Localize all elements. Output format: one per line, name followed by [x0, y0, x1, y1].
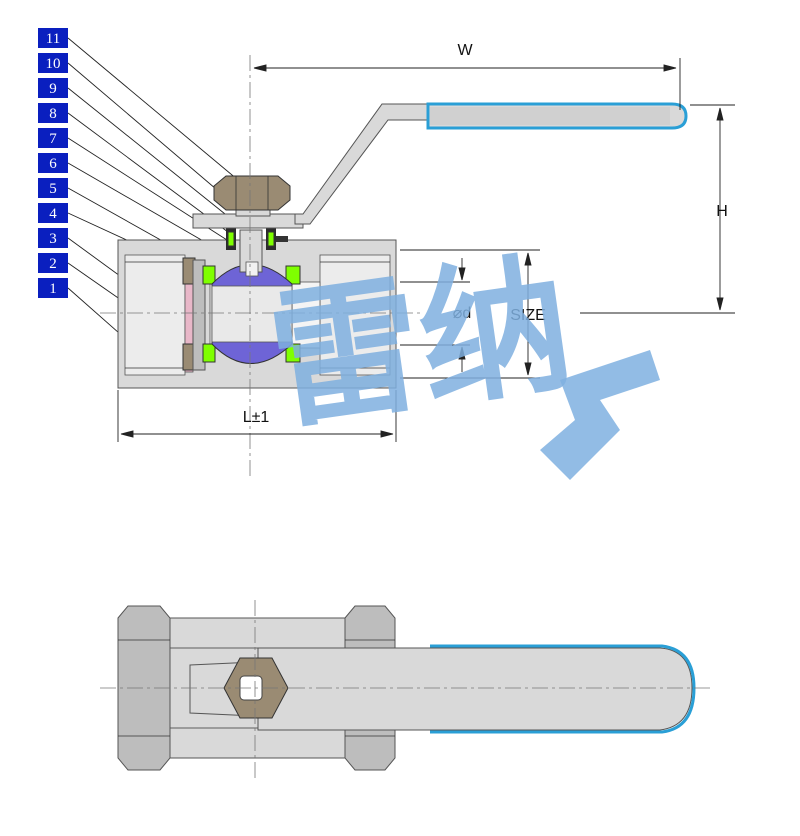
- part-label-box: [38, 228, 68, 248]
- seat-bottom-left: [202, 343, 216, 363]
- part-label-text: 2: [49, 256, 57, 272]
- watermark: 雷纳: [260, 237, 660, 480]
- part-label-box: [38, 78, 68, 98]
- part-label-10: 10: [38, 53, 68, 73]
- seat-top-left: [202, 265, 216, 285]
- part-label-9: 9: [38, 78, 68, 98]
- part-label-text: 1: [49, 281, 57, 297]
- part-label-box: [38, 103, 68, 123]
- right-thread-bore: [319, 254, 391, 376]
- part-label-box: [38, 28, 68, 48]
- width-dimension-label: W: [457, 42, 473, 59]
- watermark-text: 雷纳: [260, 237, 581, 451]
- part-label-box: [38, 278, 68, 298]
- top-view-handle: [257, 647, 693, 731]
- top-view: [100, 600, 710, 780]
- part-label-1: 1: [38, 278, 68, 298]
- part-label-list: 11 10 9 8 7 6 5 4: [38, 28, 68, 298]
- packing-green-right: [267, 231, 275, 247]
- part-label-11: 11: [38, 28, 68, 48]
- gland-nut: [276, 236, 288, 242]
- left-thread-bore: [124, 254, 186, 376]
- part-label-box: [38, 178, 68, 198]
- part-label-text: 10: [46, 56, 61, 72]
- part-label-text: 8: [49, 106, 57, 122]
- ball-bore: [211, 285, 293, 343]
- dimensions: [117, 58, 735, 442]
- packing-green-left: [227, 231, 235, 247]
- part-label-3: 3: [38, 228, 68, 248]
- part-label-box: [38, 53, 68, 73]
- part-label-text: 3: [49, 231, 57, 247]
- seat-bottom-right: [285, 343, 301, 363]
- part-label-text: 11: [46, 31, 60, 47]
- part-label-7: 7: [38, 128, 68, 148]
- handle-arm: [294, 103, 429, 225]
- watermark-logo: [540, 350, 660, 480]
- part-label-5: 5: [38, 178, 68, 198]
- part-label-4: 4: [38, 203, 68, 223]
- part-label-box: [38, 253, 68, 273]
- part-label-8: 8: [38, 103, 68, 123]
- part-label-text: 4: [49, 206, 57, 222]
- handle-grip-inner: [430, 107, 670, 125]
- part-label-box: [38, 128, 68, 148]
- part-label-text: 5: [49, 181, 57, 197]
- part-label-6: 6: [38, 153, 68, 173]
- height-dimension-label: H: [716, 203, 728, 220]
- part-label-2: 2: [38, 253, 68, 273]
- size-dimension-label: SIZE: [510, 307, 546, 324]
- section-view: [100, 55, 688, 480]
- stem-tang: [245, 261, 259, 277]
- part-label-text: 6: [49, 156, 57, 172]
- bore-dimension-label: ⌀d: [453, 305, 472, 322]
- part-label-box: [38, 203, 68, 223]
- left-hex-end: [117, 605, 171, 771]
- end-insert: [192, 259, 206, 371]
- hex-nut: [213, 175, 291, 211]
- length-dimension-label: L±1: [243, 409, 270, 426]
- seat-top-right: [285, 265, 301, 285]
- part-label-box: [38, 153, 68, 173]
- part-label-text: 9: [49, 81, 57, 97]
- part-label-text: 7: [49, 131, 57, 147]
